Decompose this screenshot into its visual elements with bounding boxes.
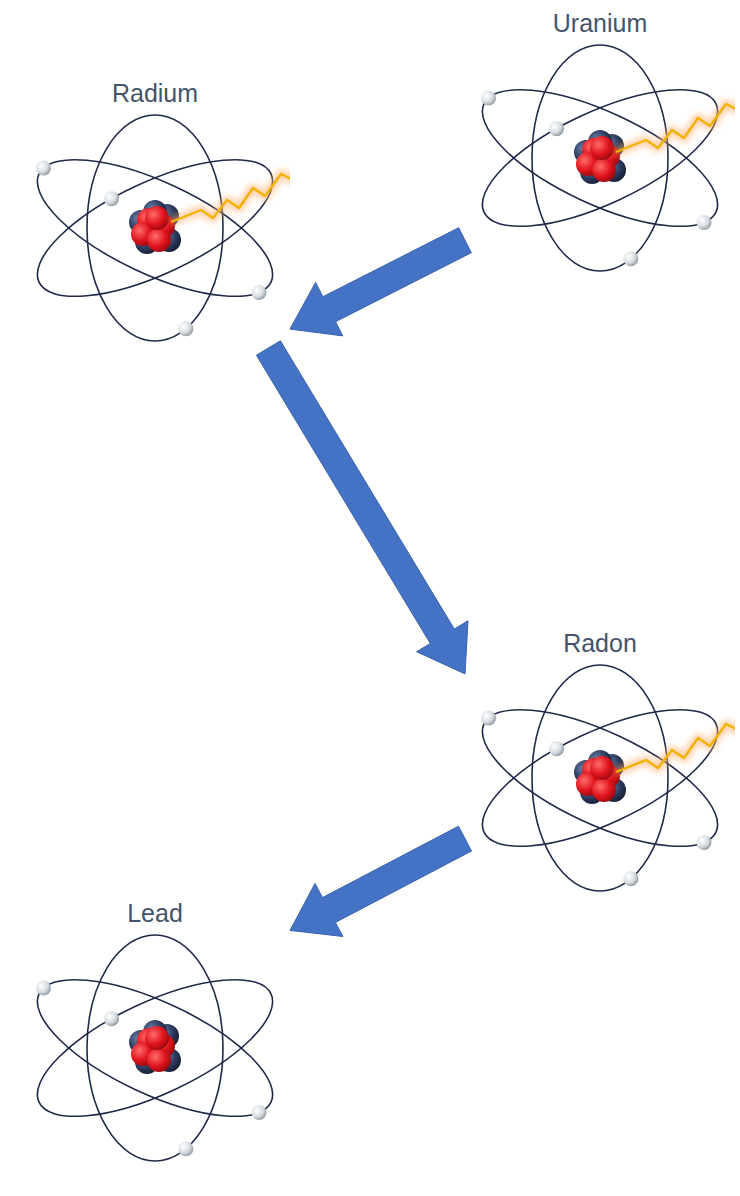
atom-node: Radium (20, 78, 290, 348)
electron-orbit (20, 132, 290, 324)
electron-orbit (20, 132, 290, 324)
electron (36, 981, 51, 996)
electron-orbit (465, 682, 735, 874)
element-label: Radon (465, 628, 735, 658)
decay-arrow (256, 341, 468, 674)
electron-orbit (87, 935, 223, 1161)
atom-node: Radon (465, 628, 735, 898)
electron (623, 251, 638, 266)
electron (481, 91, 496, 106)
radiation-wave (171, 156, 290, 222)
atom-illustration (465, 658, 735, 898)
atom-node: Lead (20, 898, 290, 1168)
atom-node: Uranium (465, 8, 735, 278)
atom-illustration (465, 38, 735, 278)
electron (104, 1011, 119, 1026)
electron (104, 191, 119, 206)
electron (481, 711, 496, 726)
electron-orbit (465, 682, 735, 874)
electron (623, 871, 638, 886)
electron (36, 161, 51, 176)
nucleus (574, 130, 626, 184)
electron (252, 1105, 267, 1120)
element-label: Uranium (465, 8, 735, 38)
electron-orbit (465, 62, 735, 254)
electron (178, 1141, 193, 1156)
electron-orbit (20, 952, 290, 1144)
electron (178, 321, 193, 336)
electron-orbit (20, 952, 290, 1144)
radiation-wave (616, 706, 735, 772)
element-label: Lead (20, 898, 290, 928)
decay-arrow (290, 826, 472, 936)
nucleus (129, 1020, 181, 1074)
element-label: Radium (20, 78, 290, 108)
electron-orbit (532, 665, 668, 891)
electron-orbit (465, 62, 735, 254)
nucleus (574, 750, 626, 804)
electron (697, 835, 712, 850)
electron (549, 741, 564, 756)
electron-orbit (87, 115, 223, 341)
electron-orbit (532, 45, 668, 271)
nucleus (129, 200, 181, 254)
atom-illustration (20, 928, 290, 1168)
electron (252, 285, 267, 300)
electron (549, 121, 564, 136)
electron (697, 215, 712, 230)
decay-arrow (290, 228, 471, 336)
atom-illustration (20, 108, 290, 348)
radiation-wave (616, 86, 735, 152)
